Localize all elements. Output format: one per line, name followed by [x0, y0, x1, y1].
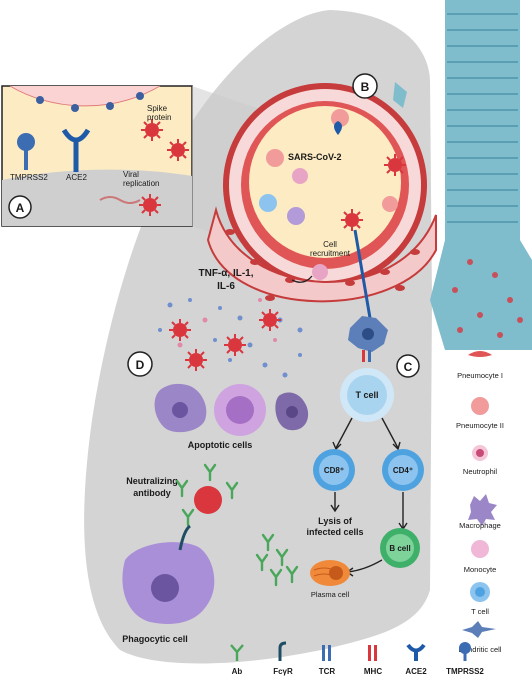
spike-label-2: protein: [147, 113, 171, 122]
svg-text:B cell: B cell: [389, 544, 410, 553]
lysis-label: Lysis of: [318, 516, 353, 526]
b-cell: B cell: [380, 528, 420, 568]
svg-text:CD4⁺: CD4⁺: [393, 466, 413, 475]
svg-text:A: A: [16, 201, 25, 215]
dendritic-cell: [348, 229, 388, 352]
cytokines-label: TNF-α, IL-1,: [198, 268, 253, 279]
tmprss2-label: TMPRSS2: [10, 173, 48, 182]
ace2-label: ACE2: [66, 173, 87, 182]
legend-item: Pneumocyte II: [456, 397, 504, 430]
badge-a: [8, 195, 32, 219]
badge-c: [396, 354, 420, 378]
recruit-label-2: recruitment: [310, 249, 351, 258]
svg-text:FcγR: FcγR: [273, 667, 293, 676]
legend-item: Pneumocyte I: [457, 351, 503, 380]
svg-text:TMPRSS2: TMPRSS2: [446, 667, 484, 676]
receptor-legend: Ab FcγR TCR MHC ACE2 TMPRSS2: [230, 641, 484, 676]
cd4-cell: CD4⁺: [382, 449, 424, 491]
cytokines-label-2: IL-6: [217, 281, 235, 292]
svg-text:CD8⁺: CD8⁺: [324, 466, 344, 475]
ace2-receptor: [61, 128, 91, 172]
flow-arrows: [330, 417, 408, 577]
legend-item: T cell: [470, 582, 490, 616]
t-cell: T cell: [340, 350, 394, 422]
svg-text:MHC: MHC: [364, 667, 382, 676]
legend-item: TCR: [319, 645, 336, 676]
svg-text:TCR: TCR: [319, 667, 336, 676]
virus-icon: [383, 153, 407, 177]
legend-item: Dendritic cell: [459, 621, 502, 654]
svg-text:Dendritic cell: Dendritic cell: [459, 645, 502, 654]
legend-item: TMPRSS2: [446, 642, 484, 676]
apoptotic-cells: [154, 383, 309, 436]
svg-text:Pneumocyte II: Pneumocyte II: [456, 421, 504, 430]
neutralized-virus: [175, 463, 239, 527]
legend-item: FcγR: [273, 641, 293, 676]
virus-icon: [168, 318, 192, 342]
pneumocyte-cells: [259, 109, 398, 225]
legend-item: Ab: [230, 644, 244, 676]
virus-icon: [184, 348, 208, 372]
svg-text:B: B: [361, 80, 370, 94]
svg-text:C: C: [404, 360, 413, 374]
recruit-label: Cell: [323, 240, 337, 249]
svg-text:Pneumocyte I: Pneumocyte I: [457, 371, 503, 380]
sars-cov-2-label: SARS-CoV-2: [288, 152, 342, 162]
tmprss2-receptor: [17, 133, 35, 170]
phagocytic-label: Phagocytic cell: [122, 634, 188, 644]
legend-item: Monocyte: [464, 540, 497, 574]
virus-icon: [166, 138, 190, 162]
svg-text:Monocyte: Monocyte: [464, 565, 497, 574]
svg-text:D: D: [136, 358, 145, 372]
legend-item: ACE2: [405, 643, 427, 676]
cd8-cell: CD8⁺: [313, 449, 355, 491]
legend-item: Neutrophil: [463, 445, 498, 476]
lysis-label-2: infected cells: [306, 527, 363, 537]
replication-label-2: replication: [123, 179, 159, 188]
svg-text:Neutrophil: Neutrophil: [463, 467, 498, 476]
apoptotic-label: Apoptotic cells: [188, 440, 253, 450]
badge-d: [127, 351, 153, 377]
spike-label: Spike: [147, 104, 168, 113]
legend-item: Macrophage: [459, 494, 501, 530]
virus-icon: [138, 193, 162, 217]
phagocytic-cell: [122, 524, 215, 624]
cell-legend: Pneumocyte I Pneumocyte II Neutrophil Ma…: [456, 351, 504, 654]
svg-text:Ab: Ab: [232, 667, 243, 676]
trachea: [430, 0, 532, 350]
virus-icon: [223, 333, 247, 357]
virus-icon: [258, 308, 282, 332]
svg-text:T cell: T cell: [471, 607, 489, 616]
neutralizing-label-2: antibody: [133, 488, 171, 498]
svg-text:T cell: T cell: [355, 390, 378, 400]
panel-a: Spike protein TMPRSS2 ACE2 Viral replica…: [1, 85, 193, 227]
badge-b: [352, 73, 378, 99]
neutralizing-label: Neutralizing: [126, 476, 178, 486]
virus-icon: [340, 208, 364, 232]
legend-item: MHC: [364, 645, 382, 676]
plasma-label: Plasma cell: [311, 590, 350, 599]
svg-text:ACE2: ACE2: [405, 667, 427, 676]
plasma-cell: [310, 560, 350, 586]
replication-label: Viral: [123, 170, 139, 179]
panel-b: SARS-CoV-2 Cell recruitment B: [206, 73, 437, 303]
svg-text:Macrophage: Macrophage: [459, 521, 501, 530]
virus-icon: [140, 118, 164, 142]
